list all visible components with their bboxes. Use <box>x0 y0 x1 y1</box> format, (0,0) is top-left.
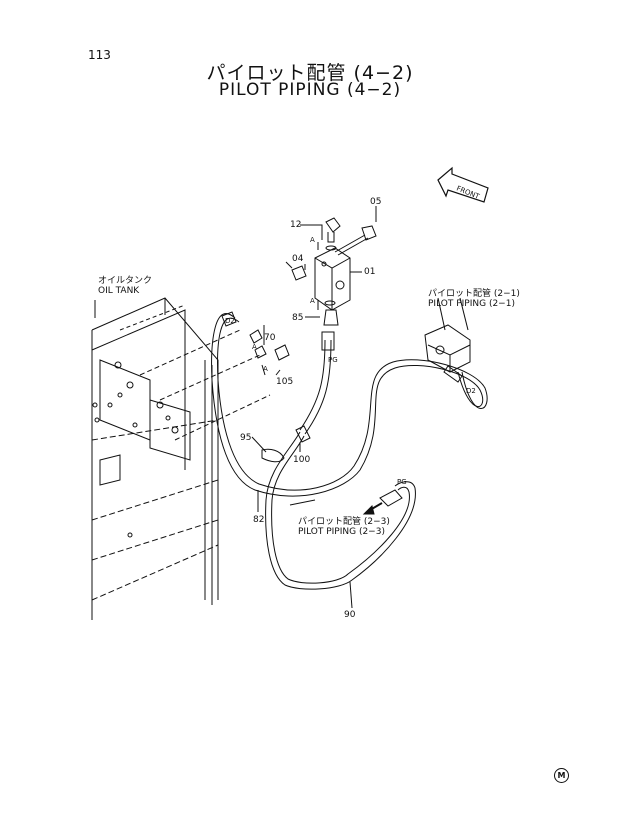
clamp-95 <box>261 425 311 463</box>
bolt-05 <box>334 225 377 256</box>
part-01-label: 01 <box>364 267 376 277</box>
pg-upper-label: PG <box>328 356 338 364</box>
part-05-label: 05 <box>370 197 382 207</box>
ref-2-1-en: PILOT PIPING (2−1) <box>428 299 515 309</box>
pilot-block <box>314 247 351 311</box>
ref-2-1-jp: パイロット配管 (2−1) <box>428 289 520 299</box>
ref-2-1-callout: パイロット配管 (2−1) PILOT PIPING (2−1) <box>428 289 520 309</box>
oil-tank-drawing <box>91 297 271 620</box>
ref-a-left2: A <box>263 365 268 373</box>
part-70-label: 70 <box>264 333 276 343</box>
ref-a-mid: A <box>310 297 315 305</box>
fitting-04 <box>291 265 307 281</box>
part-100-label: 100 <box>293 455 311 465</box>
page-title-jp: パイロット配管 (4−2) <box>206 62 414 84</box>
ref-2-3-callout: パイロット配管 (2−3) PILOT PIPING (2−3) <box>298 517 390 537</box>
oring-85 <box>324 300 336 306</box>
page-number: 113 <box>88 48 111 62</box>
ref-2-3-en: PILOT PIPING (2−3) <box>298 527 385 537</box>
right-valve <box>424 324 471 383</box>
ref-a-left1: A <box>252 343 257 351</box>
oil-tank-en: OIL TANK <box>98 286 140 296</box>
hose-82 <box>211 313 488 497</box>
elbow-12 <box>325 217 341 251</box>
part-95-label: 95 <box>240 433 252 443</box>
oil-tank-callout: オイルタンク OIL TANK <box>98 276 152 296</box>
front-label: FRONT <box>455 184 481 201</box>
corner-m-mark: M <box>554 768 569 783</box>
d2-left-label: D2 <box>225 317 235 325</box>
ref-2-3-jp: パイロット配管 (2−3) <box>298 517 390 527</box>
fitting-85 <box>323 309 339 326</box>
page-title: PILOT PIPING (4−2) <box>218 80 402 100</box>
part-105-label: 105 <box>276 377 294 387</box>
ref-a-top: A <box>310 236 315 244</box>
left-fittings <box>221 311 290 376</box>
part-85-label: 85 <box>292 313 304 323</box>
hose-pg <box>299 331 335 435</box>
part-90-label: 90 <box>344 610 356 620</box>
part-12-label: 12 <box>290 220 302 230</box>
pg-lower-label: PG <box>397 478 407 486</box>
d2-right-label: D2 <box>466 387 476 395</box>
oil-tank-jp: オイルタンク <box>98 276 153 286</box>
part-82-label: 82 <box>253 515 265 525</box>
part-04-label: 04 <box>292 254 304 264</box>
front-arrow-icon: FRONT <box>437 166 489 203</box>
hose-90 <box>265 431 416 590</box>
pg-connector <box>362 489 403 515</box>
